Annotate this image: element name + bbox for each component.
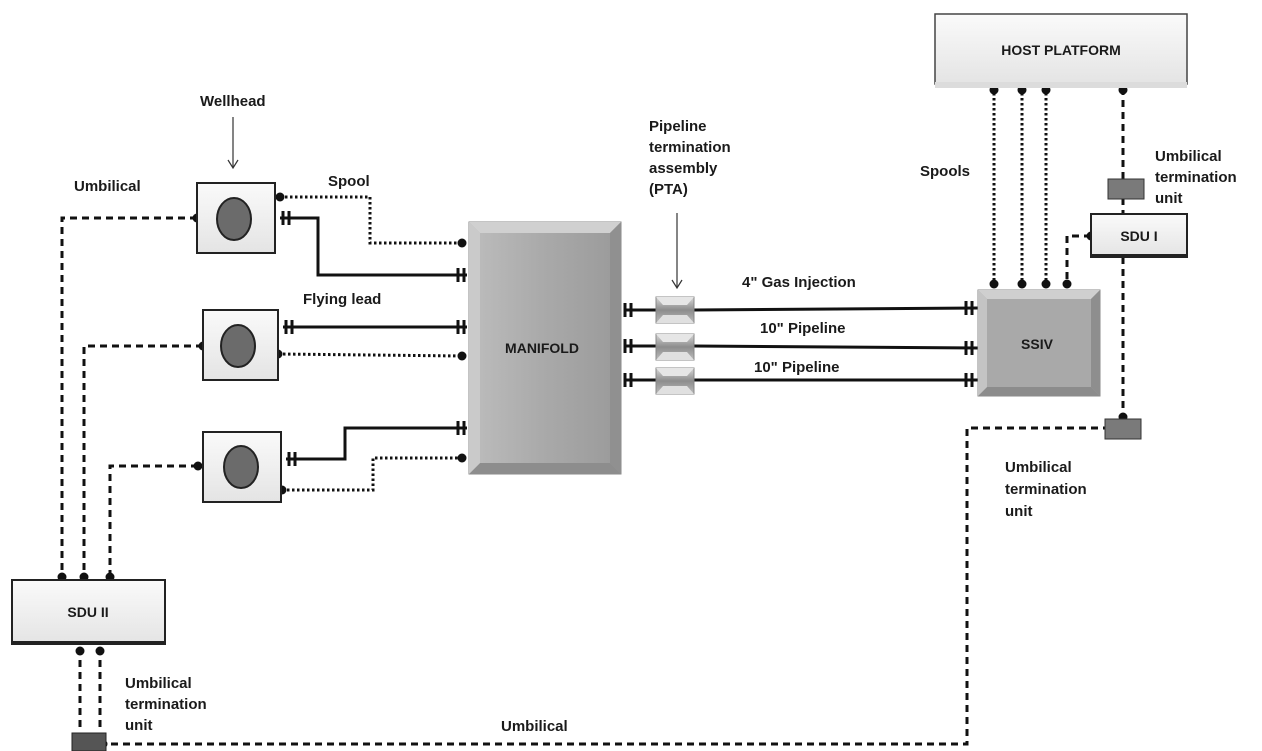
ssiv: SSIV — [977, 289, 1101, 397]
umbilical-label-bottom: Umbilical — [501, 718, 568, 735]
spool-line-wellhead-2 — [277, 352, 463, 358]
spool-line-wellhead-3 — [282, 456, 462, 492]
utu-box-bottom — [71, 732, 107, 751]
connector-dot — [95, 646, 105, 656]
wellhead-1 — [196, 182, 276, 254]
flange-connector — [456, 268, 466, 282]
pta-unit — [655, 367, 695, 395]
sdu-1: SDU I — [1090, 213, 1188, 258]
pipeline-2-label: 10" Pipeline — [754, 359, 839, 376]
flange-connector — [623, 373, 633, 387]
utu-label-top: Umbilical termination unit — [1155, 148, 1241, 207]
host-platform: HOST PLATFORM — [934, 13, 1188, 88]
utu-label-bottom: Umbilical termination unit — [125, 675, 211, 734]
wellhead-valve-icon — [216, 197, 252, 241]
manifold-label: MANIFOLD — [505, 340, 579, 356]
gas-injection-line — [693, 306, 979, 312]
spool-label: Spool — [328, 173, 370, 190]
flying-lead-line-wellhead-3 — [286, 426, 467, 461]
flange-connectors — [281, 211, 974, 466]
pta-label: Pipeline termination assembly (PTA) — [649, 118, 735, 198]
flying-lead-line-wellhead-1 — [280, 216, 467, 277]
spool-line-wellhead-1 — [280, 195, 462, 245]
utu-box-right — [1104, 418, 1142, 440]
umbilical-line-wellhead-1 — [60, 216, 197, 578]
spools-label: Spools — [920, 163, 970, 180]
sdu-1-label: SDU I — [1120, 228, 1157, 244]
connector-dot — [989, 279, 999, 289]
wellhead-valve-icon — [223, 445, 259, 489]
pipeline-1-label: 10" Pipeline — [760, 320, 845, 337]
pta-arrow-icon — [671, 213, 683, 290]
flange-connector — [964, 301, 974, 315]
flying-lead-label: Flying lead — [303, 291, 381, 308]
wellhead-arrow-icon — [227, 117, 239, 170]
umbilical-line-wellhead-2 — [82, 344, 203, 578]
diagram-labels: Wellhead Spool Flying lead Umbilical Spo… — [74, 93, 1241, 735]
connector-dot — [193, 461, 203, 471]
utu-label-right: Umbilical termination unit — [1005, 459, 1091, 520]
sdu1-ssiv-line — [1065, 234, 1091, 284]
wellhead-2 — [202, 309, 279, 381]
pta-unit — [655, 333, 695, 361]
utu-box-top — [1107, 178, 1145, 200]
flange-connector — [287, 452, 297, 466]
flange-connector — [964, 341, 974, 355]
gas-injection-label: 4" Gas Injection — [742, 274, 856, 291]
wellhead-3 — [202, 431, 282, 503]
wellhead-label: Wellhead — [200, 93, 266, 110]
connector-dot — [1041, 279, 1051, 289]
connector-dot — [457, 238, 467, 248]
wellhead-valve-icon — [220, 324, 256, 368]
sdu-2-label: SDU II — [67, 604, 108, 620]
connector-dot — [275, 192, 285, 202]
connector-dot — [1017, 279, 1027, 289]
flange-connector — [284, 320, 294, 334]
umbilical-line-wellhead-3 — [108, 464, 198, 578]
ssiv-label: SSIV — [1021, 336, 1054, 352]
flange-connector — [281, 211, 291, 225]
pipeline-1-line — [693, 344, 979, 350]
flange-connector — [623, 339, 633, 353]
flange-connector — [964, 373, 974, 387]
connector-dot — [457, 453, 467, 463]
pta-units — [655, 296, 695, 395]
sdu-2: SDU II — [11, 579, 166, 645]
manifold: MANIFOLD — [468, 221, 622, 475]
connector-dot — [1062, 279, 1072, 289]
flange-connector — [623, 303, 633, 317]
host-platform-label: HOST PLATFORM — [1001, 42, 1121, 58]
pta-unit — [655, 296, 695, 324]
connector-dot — [457, 351, 467, 361]
connection-lines — [60, 88, 1125, 746]
bottom-umbilical-line — [100, 426, 1110, 746]
flange-connector — [456, 421, 466, 435]
umbilical-label-left: Umbilical — [74, 178, 141, 195]
flange-connector — [456, 320, 466, 334]
connector-dot — [75, 646, 85, 656]
